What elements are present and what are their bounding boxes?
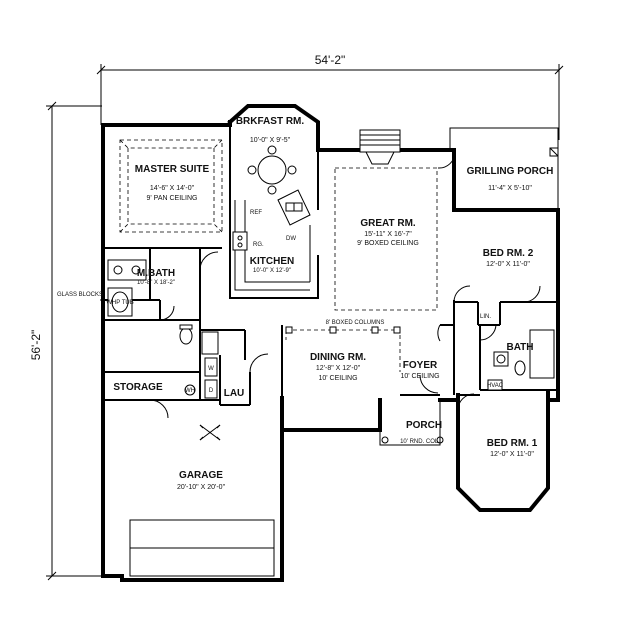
exterior-walls (101, 104, 560, 582)
dining-size: 12'-8" X 12'-0" (316, 365, 361, 372)
ref-label: REF (250, 210, 262, 216)
bath-name: BATH (506, 342, 533, 353)
bed1-name: BED RM. 1 (487, 438, 538, 449)
master-size: 14'-6" X 14'-0" (150, 185, 195, 192)
breakfast-size: 10'-0" X 9'-5" (250, 137, 291, 144)
porch-name: PORCH (406, 420, 442, 431)
rg-label: RG. (253, 242, 264, 248)
overall-width-dimension: 54'-2" (96, 53, 564, 140)
dining-name: DINING RM. (310, 352, 366, 363)
kitchen-size: 10'-0" X 12'-9" (253, 268, 291, 274)
bed2-name: BED RM. 2 (483, 248, 534, 259)
mbath-name: M.BATH (137, 268, 175, 279)
dw-label: DW (286, 236, 296, 242)
foyer-name: FOYER (403, 360, 438, 371)
storage-name: STORAGE (113, 382, 163, 393)
garage-size: 20'-10" X 20'-0" (177, 484, 226, 491)
grilling-name: GRILLING PORCH (467, 166, 554, 177)
overall-depth-dimension: 56'-2" (29, 101, 108, 581)
overall-depth-label: 56'-2" (29, 330, 43, 361)
bed1-size: 12'-0" X 11'-0" (490, 451, 534, 458)
grilling-porch-post (549, 147, 559, 157)
kitchen-name: KITCHEN (250, 256, 294, 267)
columns (285, 326, 444, 446)
d-label: D (209, 388, 214, 394)
breakfast-table (247, 145, 297, 195)
fireplace (359, 129, 401, 165)
lin-label: LIN. (480, 314, 491, 320)
glass-blocks-label: GLASS BLOCKS (57, 292, 103, 298)
hvac-label: HVAC (487, 383, 504, 389)
kitchen-counters (232, 189, 311, 291)
doors (149, 151, 541, 419)
w-label: W (208, 366, 214, 372)
foyer-ceiling: 10' CEILING (400, 373, 439, 380)
rnd-col-label: 10' RND. COL. (400, 439, 440, 445)
wh-label: WH (185, 388, 195, 394)
room-labels: BRKFAST RM. 10'-0" X 9'-5" MASTER SUITE … (57, 116, 553, 491)
master-ceiling: 9' PAN CEILING (147, 195, 198, 202)
great-name: GREAT RM. (360, 218, 416, 229)
great-size: 15'-11" X 16'-7" (364, 231, 412, 238)
grilling-size: 11'-4" X 5'-10" (488, 185, 532, 192)
mbath-size: 10'-8" X 18'-2" (137, 280, 175, 286)
great-ceiling: 9' BOXED CEILING (357, 240, 419, 247)
dining-ceiling: 10' CEILING (318, 375, 357, 382)
master-name: MASTER SUITE (135, 164, 210, 175)
whp-tub-label: WHP TUB (106, 300, 133, 306)
garage-name: GARAGE (179, 470, 223, 481)
bed2-size: 12'-0" X 11'-0" (486, 261, 530, 268)
breakfast-name: BRKFAST RM. (236, 116, 305, 127)
bath-fixtures (107, 259, 555, 399)
garage-details (129, 424, 275, 577)
overall-width-label: 54'-2" (315, 53, 346, 67)
lau-name: LAU (224, 388, 245, 399)
boxed-columns-label: 8' BOXED COLUMNS (326, 320, 385, 326)
